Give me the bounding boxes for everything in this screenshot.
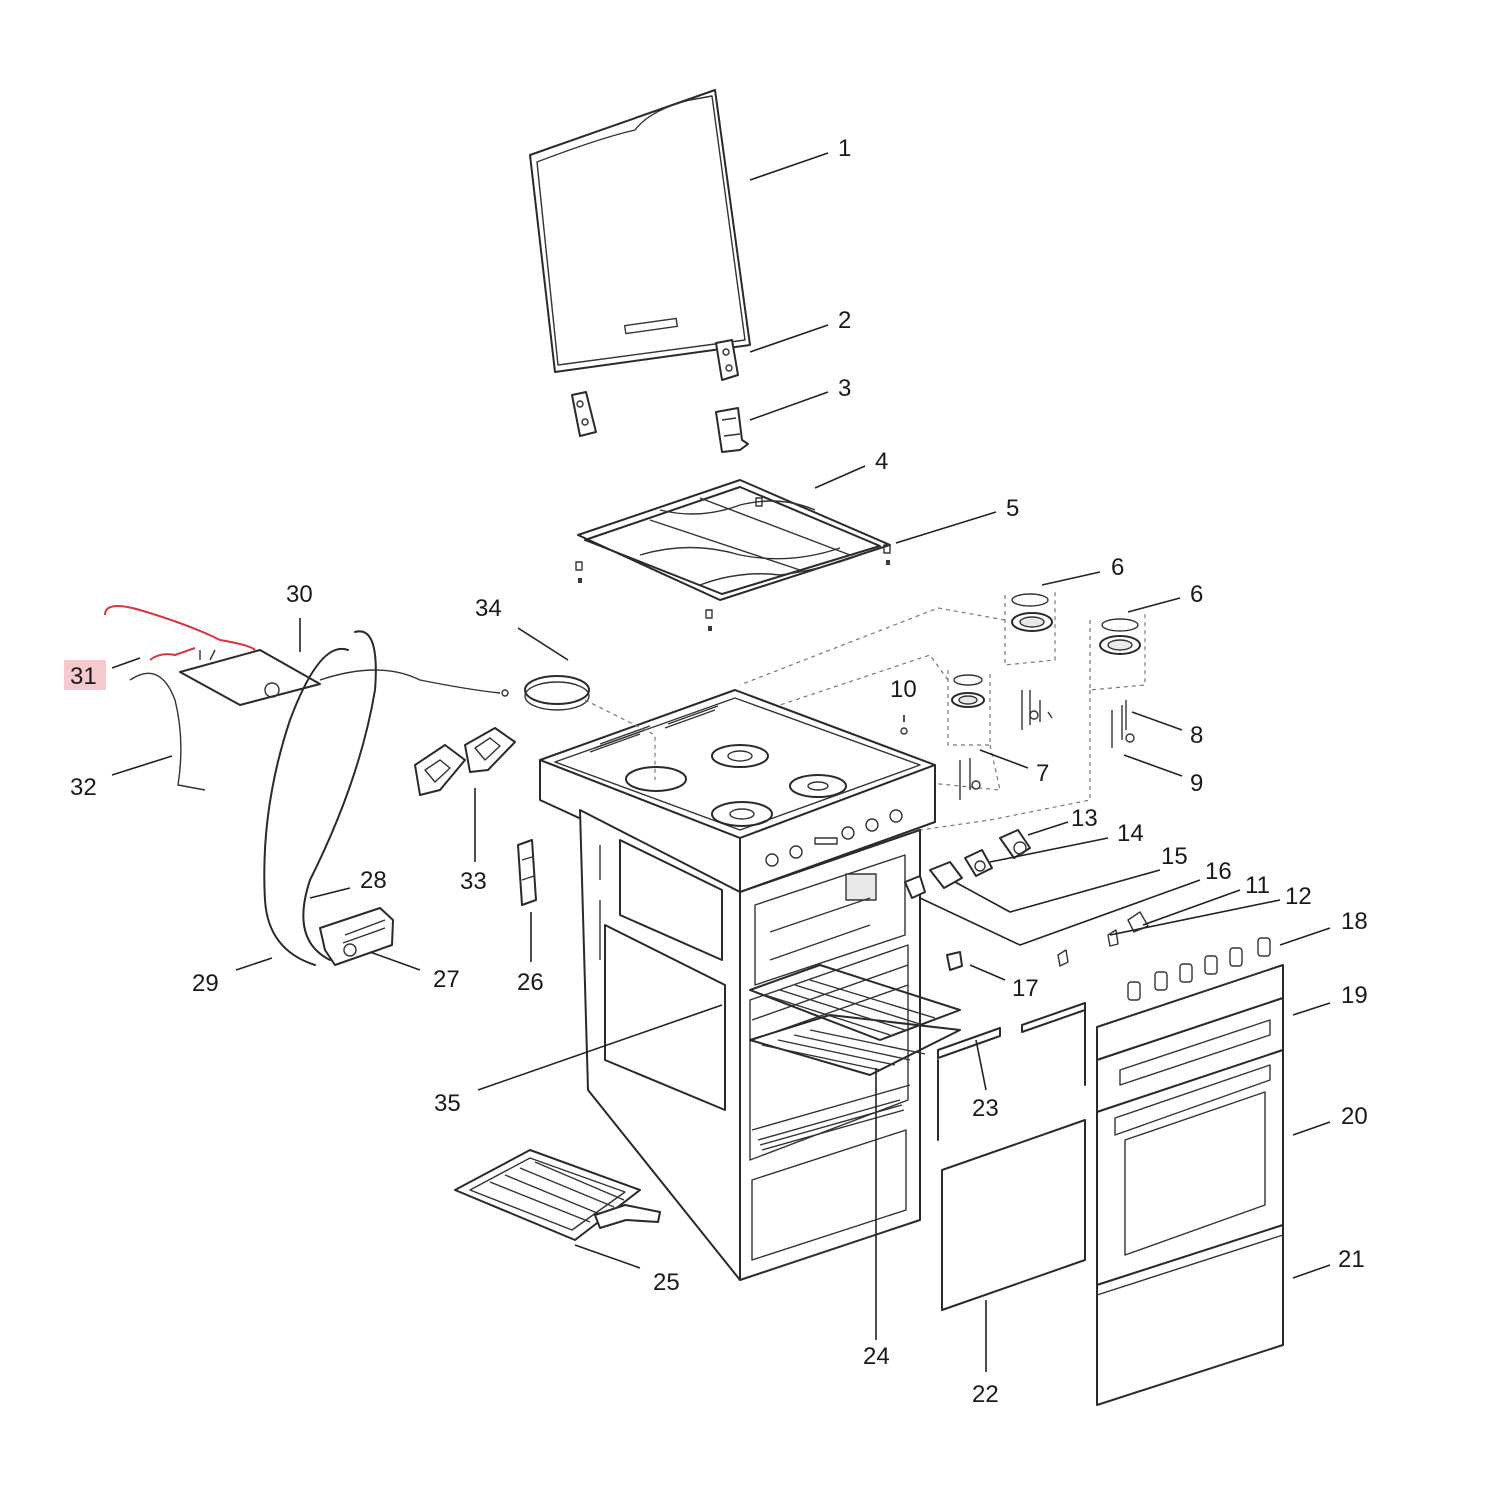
part-label-31[interactable]: 31 xyxy=(70,663,97,690)
part-label-10[interactable]: 10 xyxy=(890,676,917,703)
part-label-12[interactable]: 12 xyxy=(1285,883,1312,910)
part-label-15[interactable]: 15 xyxy=(1161,843,1188,870)
hotplate-drawing xyxy=(524,675,656,780)
leader-lines xyxy=(111,152,1331,1372)
glass-lid-drawing xyxy=(529,89,751,373)
part-label-6-right[interactable]: 6 xyxy=(1190,581,1203,608)
part-label-21[interactable]: 21 xyxy=(1338,1246,1365,1273)
part-label-4[interactable]: 4 xyxy=(875,448,888,475)
part-label-13[interactable]: 13 xyxy=(1071,805,1098,832)
part-label-14[interactable]: 14 xyxy=(1117,820,1144,847)
part-label-19[interactable]: 19 xyxy=(1341,982,1368,1009)
part-label-34[interactable]: 34 xyxy=(475,595,502,622)
part-label-20[interactable]: 20 xyxy=(1341,1103,1368,1130)
part-label-5[interactable]: 5 xyxy=(1006,495,1019,522)
part-label-18[interactable]: 18 xyxy=(1341,908,1368,935)
oven-shelf-drawing xyxy=(749,964,961,1076)
door-catch-drawings xyxy=(414,727,516,796)
inner-glass-drawing xyxy=(937,1002,1086,1311)
thermocouple-drawings xyxy=(959,690,1135,800)
part-label-7[interactable]: 7 xyxy=(1036,760,1049,787)
cooker-body-drawing xyxy=(539,689,936,1281)
part-label-23[interactable]: 23 xyxy=(972,1095,999,1122)
top-oven-door-drawing xyxy=(1096,997,1284,1286)
part-label-22[interactable]: 22 xyxy=(972,1381,999,1408)
control-components-drawing xyxy=(904,829,1149,971)
burner-drawings xyxy=(734,590,1146,831)
screw-drawing xyxy=(900,727,908,735)
part-label-1[interactable]: 1 xyxy=(838,135,851,162)
part-label-6-left[interactable]: 6 xyxy=(1111,554,1124,581)
part-label-28[interactable]: 28 xyxy=(360,867,387,894)
drawer-front-drawing xyxy=(1096,1224,1284,1406)
part-label-27[interactable]: 27 xyxy=(433,966,460,993)
grill-pan-drawing xyxy=(454,1149,661,1241)
part-label-29[interactable]: 29 xyxy=(192,970,219,997)
part-label-8[interactable]: 8 xyxy=(1190,722,1203,749)
switch-block-drawing xyxy=(517,839,537,906)
part-label-16[interactable]: 16 xyxy=(1205,858,1232,885)
part-label-17[interactable]: 17 xyxy=(1012,975,1039,1002)
part-label-2[interactable]: 2 xyxy=(838,307,851,334)
part-label-33[interactable]: 33 xyxy=(460,868,487,895)
part-label-35[interactable]: 35 xyxy=(434,1090,461,1117)
hinge-drawings xyxy=(571,339,749,453)
hose-drawing xyxy=(263,630,394,966)
part-label-25[interactable]: 25 xyxy=(653,1269,680,1296)
part-label-3[interactable]: 3 xyxy=(838,375,851,402)
part-label-26[interactable]: 26 xyxy=(517,969,544,996)
grill-element-drawing xyxy=(104,605,509,791)
part-label-11[interactable]: 11 xyxy=(1245,872,1270,899)
part-label-30[interactable]: 30 xyxy=(286,581,313,608)
highlight-box-31 xyxy=(64,660,106,690)
part-label-24[interactable]: 24 xyxy=(863,1343,890,1370)
part-label-32[interactable]: 32 xyxy=(70,774,97,801)
part-label-9[interactable]: 9 xyxy=(1190,770,1203,797)
highlighted-wire-harness xyxy=(104,605,256,661)
pan-support-drawing xyxy=(575,479,891,631)
part-labels: 1 2 3 4 5 6 6 7 8 9 10 11 12 13 14 15 16… xyxy=(70,135,1368,1408)
